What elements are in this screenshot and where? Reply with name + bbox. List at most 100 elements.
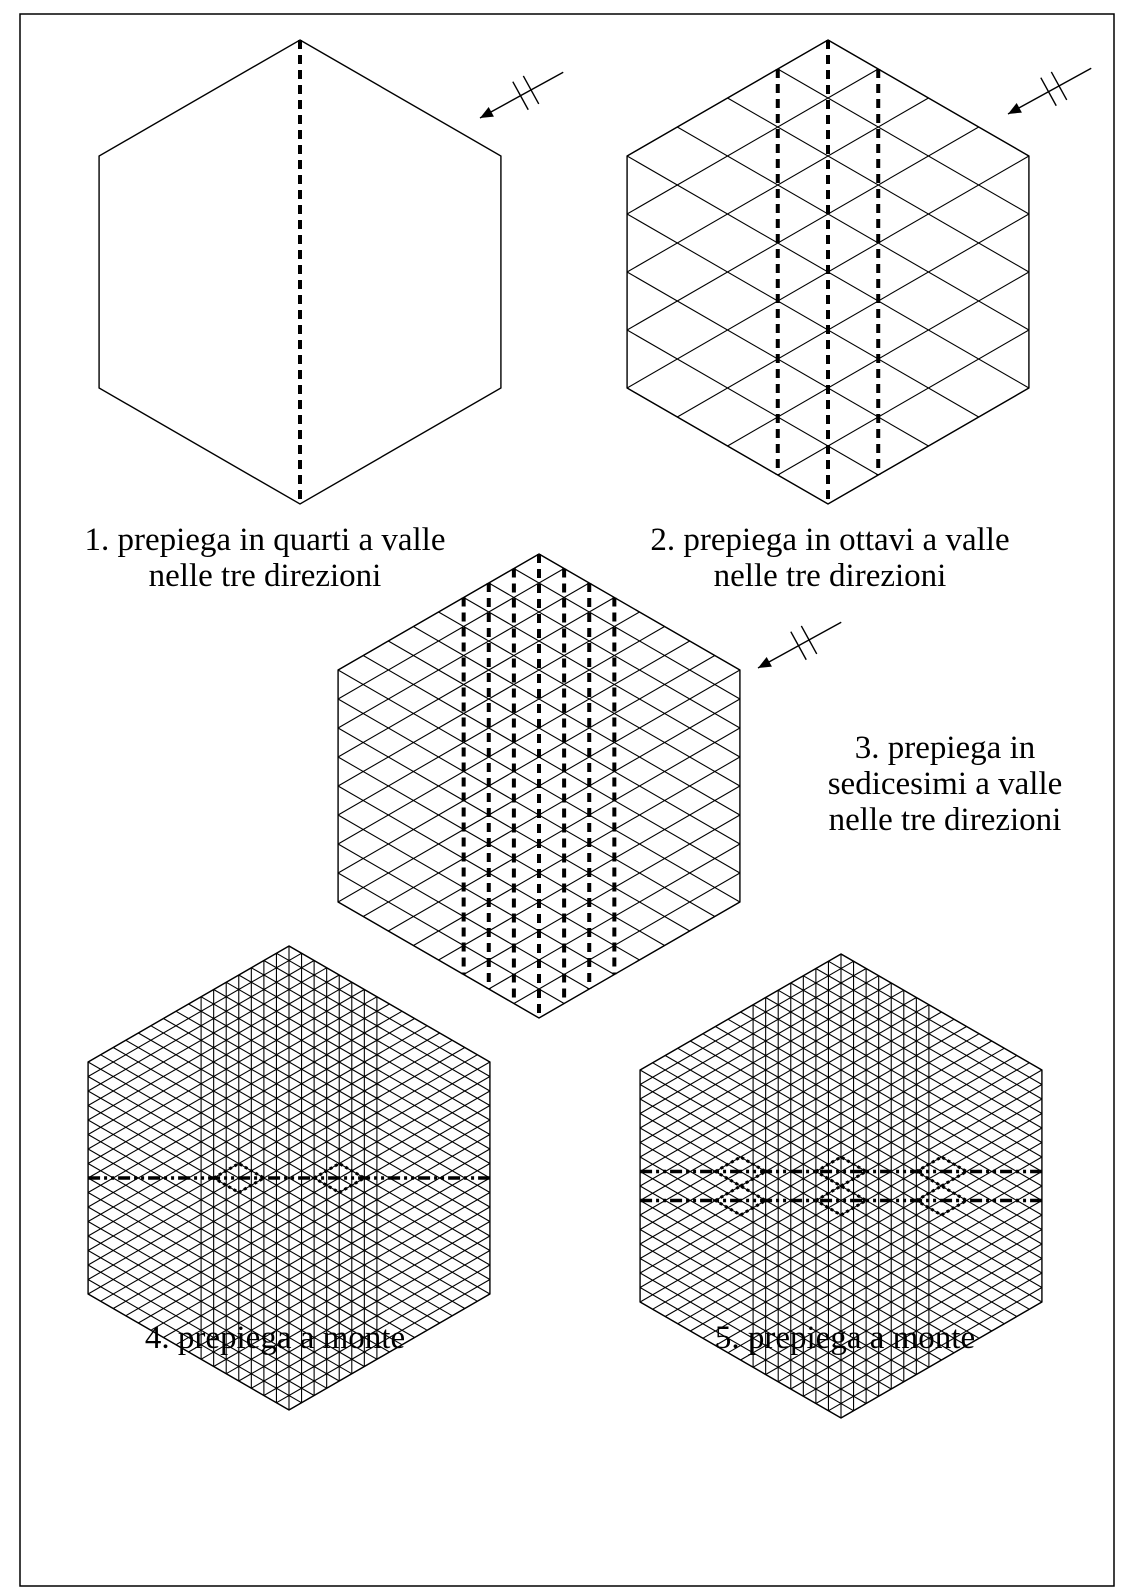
step-3-crease-line	[413, 756, 741, 946]
step-3-crease-line	[337, 611, 640, 787]
step-3-crease-line	[337, 669, 741, 903]
step-1-caption-line-1: 1. prepiega in quarti a valle	[84, 522, 446, 558]
step-5-crease-line	[815, 1272, 1043, 1404]
step-5-crease-line	[703, 1142, 1043, 1339]
step-4-crease-line	[100, 1076, 491, 1302]
step-4-crease-line	[276, 1279, 491, 1403]
step-4-crease-line	[100, 1054, 491, 1280]
step-4-crease-line	[87, 960, 315, 1092]
step-4-crease-line	[226, 982, 491, 1135]
step-2-crease-line	[626, 329, 879, 476]
step-5-crease-line	[778, 1229, 1043, 1382]
step-3-crease-line	[488, 843, 741, 990]
step-2-crease-line	[677, 213, 1030, 418]
step-4-mountain-diamond	[311, 1161, 368, 1195]
step-5-crease-line	[639, 975, 879, 1114]
step-4-crease-line	[87, 1047, 466, 1266]
step-5-crease-line	[639, 1287, 854, 1411]
step-3-crease-line	[337, 698, 716, 917]
step-4-crease-line	[176, 1011, 491, 1193]
step-3-arrow-tick	[790, 631, 807, 661]
step-4-crease-line	[87, 1025, 427, 1222]
step-5-crease-line	[778, 990, 1043, 1143]
step-5-crease-line	[639, 1200, 929, 1368]
step-5-mountain-diamond	[913, 1184, 970, 1217]
step-4-crease-line	[213, 1206, 491, 1367]
step-2-hexagon	[626, 39, 1092, 505]
step-3-crease-line	[337, 655, 716, 874]
step-2-crease-line	[727, 271, 1030, 447]
step-4-crease-line	[251, 1250, 491, 1389]
step-4-crease-line	[87, 945, 290, 1063]
step-3-crease-line	[513, 568, 741, 700]
step-3-crease-line	[337, 814, 615, 975]
step-4-crease-line	[87, 1040, 453, 1251]
step-4-crease-line	[87, 1221, 352, 1374]
step-5-crease-line	[753, 1004, 1043, 1172]
step-2-crease-line	[626, 155, 1030, 389]
step-4-mountain-diamond	[210, 1161, 267, 1195]
step-2-crease-line	[777, 68, 1030, 215]
step-4-crease-line	[87, 982, 352, 1135]
step-5-caption: 5. prepiega a monte	[615, 1320, 1075, 1356]
step-5-crease-line	[639, 1048, 1005, 1259]
step-3-crease-line	[337, 582, 590, 729]
step-3-hexagon	[337, 553, 842, 1019]
step-5-crease-line	[803, 1258, 1043, 1397]
step-2-crease-line	[677, 126, 1030, 331]
step-5-crease-line	[840, 1301, 1043, 1419]
step-5-crease-line	[677, 1113, 1043, 1324]
step-2-crease-line	[626, 126, 979, 331]
step-4-crease-line	[163, 1148, 491, 1338]
step-2-crease-line	[626, 387, 829, 505]
step-5-crease-line	[803, 975, 1043, 1114]
step-3-crease-line	[337, 568, 565, 700]
step-2-crease-line	[626, 68, 879, 215]
step-5-crease-line	[639, 953, 842, 1071]
step-5-mountain-diamond	[913, 1155, 970, 1188]
step-5-crease-line	[639, 1062, 1030, 1288]
step-5-crease-line	[639, 1113, 1005, 1324]
step-3-crease-line	[413, 626, 741, 816]
step-4-crease-line	[201, 996, 491, 1164]
step-4-crease-line	[276, 953, 491, 1077]
step-4-crease-line	[87, 1134, 427, 1331]
step-2-caption: 2. prepiega in ottavi a valle nelle tre …	[595, 522, 1065, 594]
step-3-arrow-tick	[800, 625, 818, 655]
step-5-crease-line	[652, 1084, 1043, 1310]
step-2-crease-line	[777, 329, 1030, 476]
step-4-crease-line	[151, 1134, 491, 1331]
step-5-crease-line	[639, 1171, 954, 1353]
step-3-caption: 3. prepiega in sedicesimi a valle nelle …	[780, 730, 1110, 838]
step-2-caption-line-1: 2. prepiega in ottavi a valle	[650, 522, 1010, 558]
step-1-caption-line-2: nelle tre direzioni	[148, 558, 382, 594]
step-2-crease-line	[626, 97, 929, 273]
step-2-arrow-tick	[1050, 71, 1068, 101]
step-1-hexagon	[98, 39, 564, 505]
step-5-crease-line	[677, 1048, 1043, 1259]
step-5-crease-line	[639, 1142, 979, 1339]
step-2-crease-line	[626, 39, 829, 157]
step-4-crease-line	[87, 1192, 377, 1360]
step-5-crease-line	[639, 1019, 954, 1201]
step-5-mountain-diamond	[812, 1184, 870, 1217]
step-4-crease-line	[87, 1054, 478, 1280]
step-4-hexagon	[87, 945, 491, 1411]
step-4-crease-line	[87, 1250, 327, 1389]
step-4-crease-line	[87, 1061, 491, 1295]
step-4-crease-line	[226, 1221, 491, 1374]
step-5-crease-line	[639, 1026, 967, 1216]
step-3-caption-line-2: sedicesimi a valle	[827, 766, 1063, 802]
page-frame	[19, 13, 1115, 1587]
step-5-crease-line	[639, 1301, 842, 1419]
step-3-caption-line-3: nelle tre direzioni	[828, 802, 1062, 838]
step-5-crease-line	[790, 1243, 1043, 1390]
step-5-crease-line	[740, 1185, 1043, 1361]
step-5-mountain-diamond	[712, 1155, 769, 1188]
step-5-crease-line	[639, 1084, 1030, 1310]
step-1-arrow-tick	[512, 81, 529, 111]
step-5-crease-line	[703, 1033, 1043, 1230]
step-5-crease-line	[639, 997, 917, 1158]
step-5-crease-line	[639, 1040, 992, 1245]
